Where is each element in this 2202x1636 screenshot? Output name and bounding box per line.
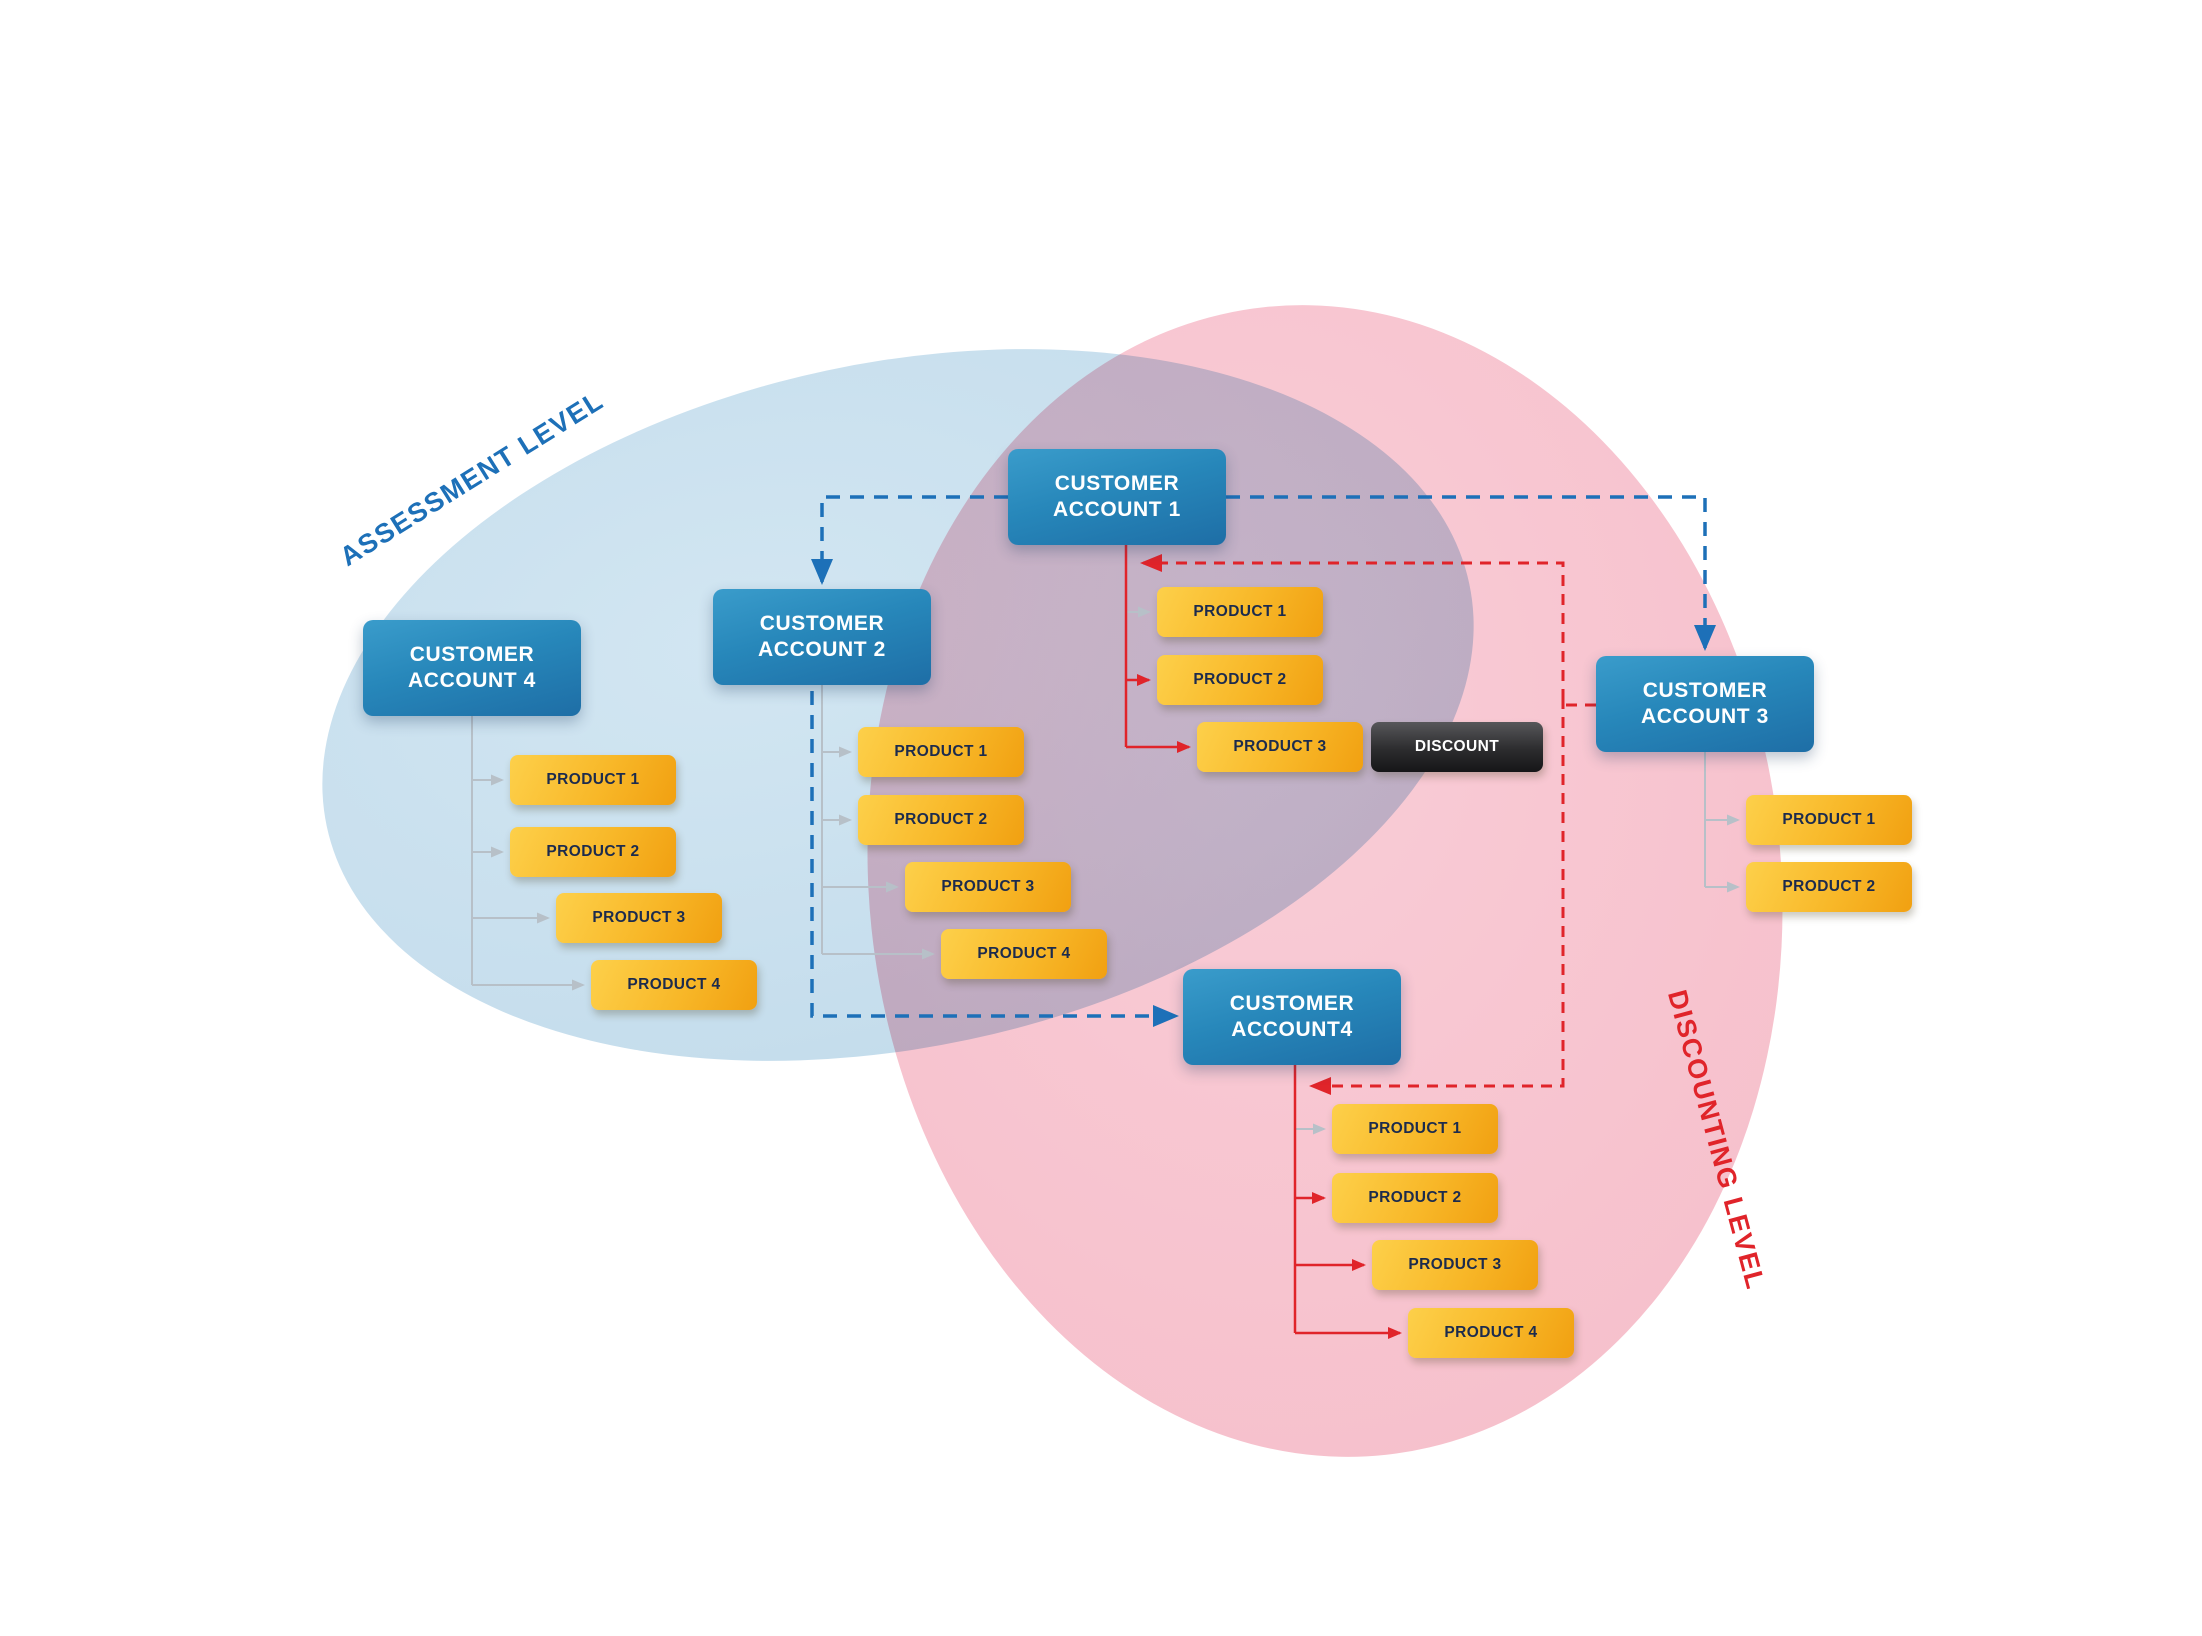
account1-product-1: PRODUCT 1 — [1157, 587, 1323, 637]
account4-bottom-product-4: PRODUCT 4 — [1408, 1308, 1574, 1358]
discounting-region-ellipse — [867, 305, 1783, 1457]
gray-connectors — [471, 606, 1740, 1135]
account4-bottom-product-1: PRODUCT 1 — [1332, 1104, 1498, 1154]
customer-account-3-box: CUSTOMER ACCOUNT 3 — [1596, 656, 1814, 752]
account1-product-3: PRODUCT 3 — [1197, 722, 1363, 772]
account4-left-product-1: PRODUCT 1 — [510, 755, 676, 805]
account4-bottom-product-2: PRODUCT 2 — [1332, 1173, 1498, 1223]
red-discount-connectors — [1124, 545, 1402, 1339]
account4-left-product-4: PRODUCT 4 — [591, 960, 757, 1010]
account2-product-3: PRODUCT 3 — [905, 862, 1071, 912]
account3-product-2: PRODUCT 2 — [1746, 862, 1912, 912]
account1-product-2: PRODUCT 2 — [1157, 655, 1323, 705]
customer-account-4-bottom-box: CUSTOMER ACCOUNT4 — [1183, 969, 1401, 1065]
account4-left-product-3: PRODUCT 3 — [556, 893, 722, 943]
account4-bottom-product-3: PRODUCT 3 — [1372, 1240, 1538, 1290]
blue-dashed-flow-arrows — [810, 495, 1716, 1027]
account2-product-2: PRODUCT 2 — [858, 795, 1024, 845]
account3-product-1: PRODUCT 1 — [1746, 795, 1912, 845]
discount-box: DISCOUNT — [1371, 722, 1543, 772]
account2-product-1: PRODUCT 1 — [858, 727, 1024, 777]
customer-account-2-box: CUSTOMER ACCOUNT 2 — [713, 589, 931, 685]
customer-account-4-left-box: CUSTOMER ACCOUNT 4 — [363, 620, 581, 716]
account4-left-product-2: PRODUCT 2 — [510, 827, 676, 877]
red-dashed-flow-arrows — [1140, 554, 1596, 1095]
customer-account-1-box: CUSTOMER ACCOUNT 1 — [1008, 449, 1226, 545]
account2-product-4: PRODUCT 4 — [941, 929, 1107, 979]
